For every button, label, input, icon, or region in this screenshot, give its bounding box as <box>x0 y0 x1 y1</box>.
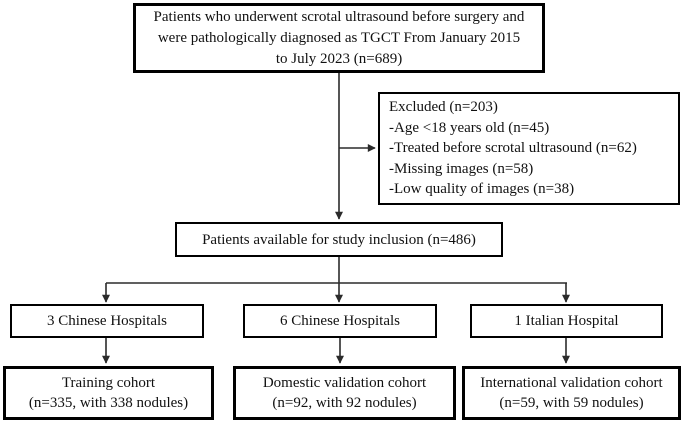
cohort-name: International validation cohort <box>480 375 663 391</box>
cohort-detail: (n=92, with 92 nodules) <box>272 395 417 411</box>
study-inclusion-box: Patients available for study inclusion (… <box>175 222 503 257</box>
hospital-box-3-chinese: 3 Chinese Hospitals <box>10 304 204 338</box>
hospital-label: 1 Italian Hospital <box>514 313 619 329</box>
initial-population-line: were pathologically diagnosed as TGCT Fr… <box>157 29 521 46</box>
hospital-label: 3 Chinese Hospitals <box>47 313 167 329</box>
excluded-item: -Low quality of images (n=38) <box>389 181 575 198</box>
excluded-box: Excluded (n=203) -Age <18 years old (n=4… <box>378 92 680 205</box>
international-validation-cohort-box: International validation cohort (n=59, w… <box>462 366 681 420</box>
study-inclusion-text: Patients available for study inclusion (… <box>202 231 476 248</box>
initial-population-box: Patients who underwent scrotal ultrasoun… <box>133 3 545 73</box>
excluded-item: -Treated before scrotal ultrasound (n=62… <box>389 140 637 157</box>
training-cohort-box: Training cohort (n=335, with 338 nodules… <box>3 366 214 420</box>
cohort-name: Training cohort <box>61 375 156 391</box>
domestic-validation-cohort-box: Domestic validation cohort (n=92, with 9… <box>233 366 456 420</box>
hospital-box-6-chinese: 6 Chinese Hospitals <box>243 304 437 338</box>
excluded-item: -Missing images (n=58) <box>389 160 534 177</box>
cohort-detail: (n=335, with 338 nodules) <box>28 395 189 411</box>
hospital-label: 6 Chinese Hospitals <box>280 313 400 329</box>
cohort-detail: (n=59, with 59 nodules) <box>499 395 644 411</box>
excluded-item: -Age <18 years old (n=45) <box>389 119 550 136</box>
initial-population-line: Patients who underwent scrotal ultrasoun… <box>153 8 525 25</box>
excluded-title: Excluded (n=203) <box>389 99 498 116</box>
hospital-box-1-italian: 1 Italian Hospital <box>470 304 663 338</box>
cohort-name: Domestic validation cohort <box>262 375 427 391</box>
initial-population-line: to July 2023 (n=689) <box>275 50 403 67</box>
